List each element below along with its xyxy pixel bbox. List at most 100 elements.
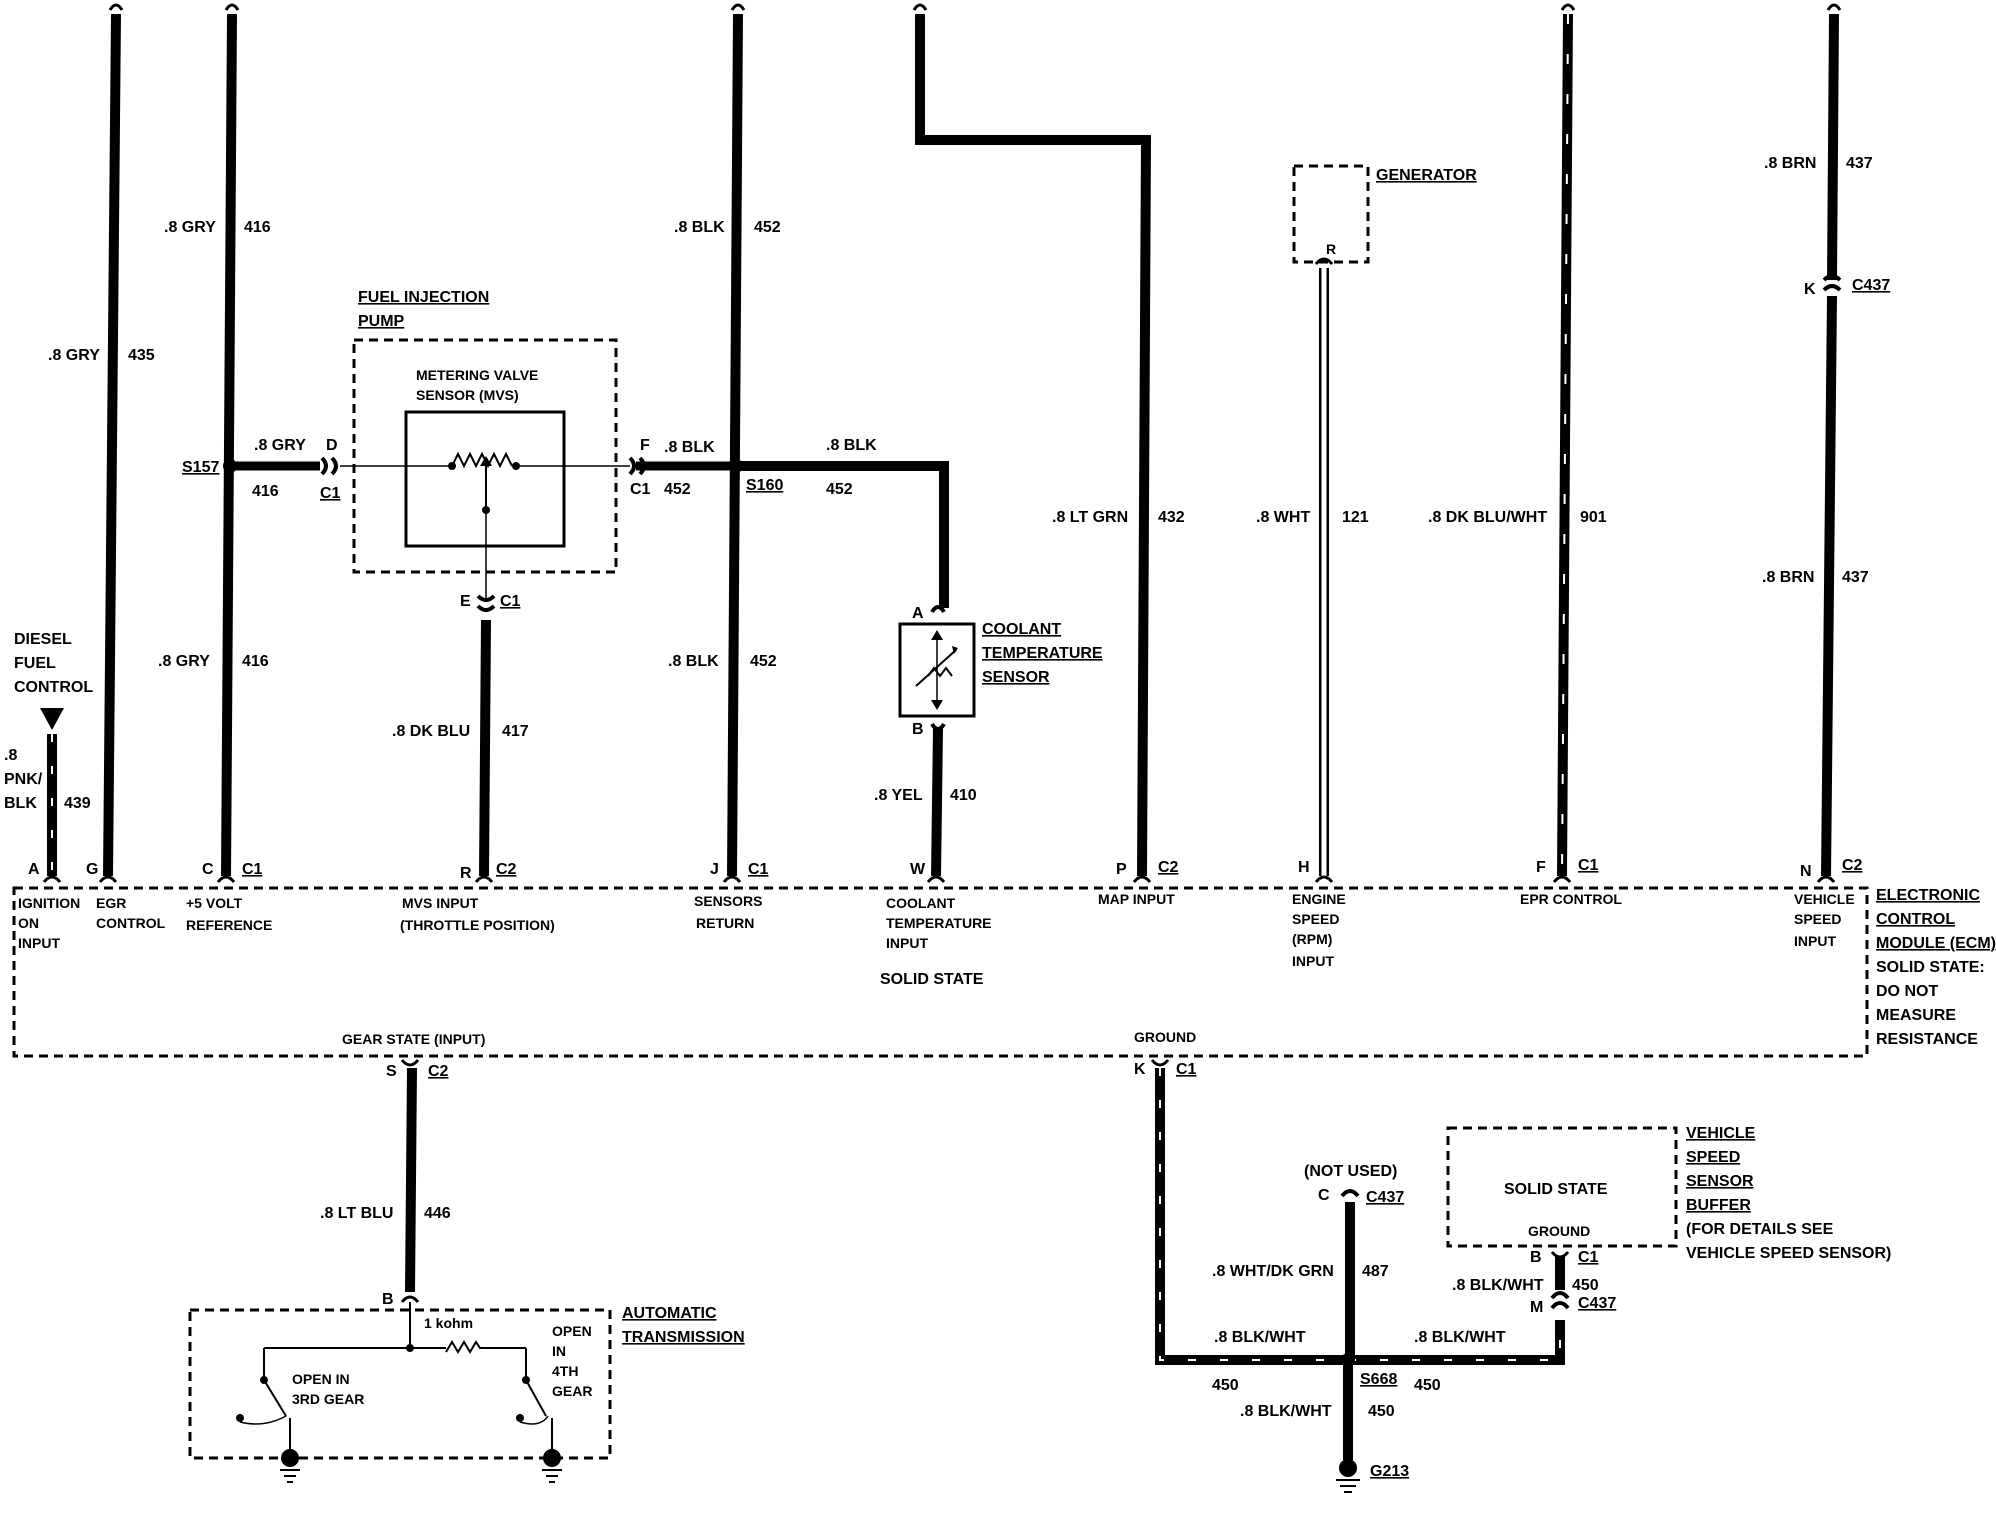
wire-452-top-size: .8 BLK [674, 219, 725, 236]
coolant-temperature-sensor [898, 605, 976, 731]
splice-s668-label: S668 [1360, 1371, 1397, 1388]
ecm-pin-f-letter: F [1536, 859, 1546, 876]
diesel-label-2: FUEL [14, 655, 56, 672]
generator-title: GENERATOR [1376, 167, 1477, 184]
ecm-title-6: MEASURE [1876, 1007, 1956, 1024]
connector-b-letter: B [1530, 1249, 1542, 1266]
mvs-potentiometer [340, 451, 630, 600]
connector-f-conn: C1 [630, 481, 651, 498]
wire-416-mid-size: .8 GRY [254, 437, 306, 454]
ecm-box [12, 886, 1869, 1058]
vss-title-2: SPEED [1686, 1149, 1740, 1166]
coolant-label-1: COOLANT [982, 621, 1061, 638]
ecm-pin-n-conn: C2 [1842, 857, 1863, 874]
coolant-a: A [912, 605, 924, 622]
ecm-pin-n-desc-2: SPEED [1794, 911, 1841, 927]
ecm-pin-w-letter: W [910, 861, 926, 878]
diesel-label-1: DIESEL [14, 631, 72, 648]
wire-416 [221, 3, 240, 877]
vss-ground: GROUND [1528, 1223, 1590, 1239]
wire-439-size-3: BLK [4, 795, 37, 812]
ecm-pin-w-desc-2: TEMPERATURE [886, 915, 992, 931]
connector-k-conn: C437 [1852, 277, 1890, 294]
wire-439-size-1: .8 [4, 747, 17, 764]
ecm-pin-c-letter: C [202, 861, 214, 878]
ecm-pin-h-letter: H [1298, 859, 1310, 876]
wire-435-num: 435 [128, 347, 155, 364]
wire-452-right-num: 452 [826, 481, 853, 498]
trans-open3-1: OPEN IN [292, 1371, 350, 1387]
splice-s157 [223, 459, 237, 473]
ecm-pin-c-desc-2: REFERENCE [186, 917, 272, 933]
mvs-sensor-box [404, 410, 566, 548]
coolant-b: B [912, 721, 924, 738]
wire-439-size-2: PNK/ [4, 771, 43, 788]
wire-417-size: .8 DK BLU [392, 723, 470, 740]
wire-437-top-size: .8 BRN [1764, 155, 1816, 172]
ecm-pin-h-desc-4: INPUT [1292, 953, 1334, 969]
connector-d-letter: D [326, 437, 338, 454]
ecm-title-5: DO NOT [1876, 983, 1938, 1000]
ecm-pin-k-letter: K [1134, 1061, 1146, 1078]
connector-d-c1 [320, 456, 338, 476]
c437-not-used: (NOT USED) [1304, 1163, 1397, 1180]
wire-416-mid-num: 416 [252, 483, 279, 500]
connector-c-c437 [1340, 1189, 1360, 1198]
ecm-pin-h-desc-2: SPEED [1292, 911, 1339, 927]
ecm-pin-f-conn: C1 [1578, 857, 1599, 874]
ecm-pin-n-desc-3: INPUT [1794, 933, 1836, 949]
connector-k-c437 [1822, 274, 1842, 292]
fuel-pump-title-1: FUEL INJECTION [358, 289, 489, 306]
ecm-pin-r-desc-2: (THROTTLE POSITION) [400, 917, 555, 933]
wire-446 [405, 1067, 417, 1293]
diesel-label-3: CONTROL [14, 679, 93, 696]
coolant-label-3: SENSOR [982, 669, 1050, 686]
ecm-pin-s-conn: C2 [428, 1063, 449, 1080]
ecm-pin-c-conn: C1 [242, 861, 263, 878]
vss-title-3: SENSOR [1686, 1173, 1754, 1190]
wire-437-low-size: .8 BRN [1762, 569, 1814, 586]
fuel-pump-title-2: PUMP [358, 313, 405, 330]
wire-435 [103, 3, 124, 877]
ecm-pin-j-letter: J [710, 861, 719, 878]
ecm-pin-terminals [42, 875, 1836, 1067]
wire-410 [931, 727, 943, 877]
ecm-ground-label: GROUND [1134, 1029, 1196, 1045]
wire-452-low-num: 452 [750, 653, 777, 670]
wire-416-top-size: .8 GRY [164, 219, 216, 236]
ecm-title-2: CONTROL [1876, 911, 1955, 928]
wire-901 [1557, 3, 1576, 877]
wire-450-a-size: .8 BLK/WHT [1214, 1329, 1306, 1346]
fuel-injection-pump-box [352, 338, 618, 574]
wire-435-size: .8 GRY [48, 347, 100, 364]
ecm-pin-g-desc-2: CONTROL [96, 915, 166, 931]
ecm-pin-n-letter: N [1800, 863, 1812, 880]
mvs-label-1: METERING VALVE [416, 367, 538, 383]
ecm-pin-w-desc-3: INPUT [886, 935, 928, 951]
ecm-pin-g-desc-1: EGR [96, 895, 126, 911]
connector-d-conn: C1 [320, 485, 341, 502]
ecm-pin-a-desc-3: INPUT [18, 935, 60, 951]
trans-open3-2: 3RD GEAR [292, 1391, 364, 1407]
wire-487-size: .8 WHT/DK GRN [1212, 1263, 1334, 1280]
mvs-label-2: SENSOR (MVS) [416, 387, 519, 403]
connector-m-letter: M [1530, 1299, 1543, 1316]
ecm-pin-k-conn: C1 [1176, 1061, 1197, 1078]
wire-121-num: 121 [1342, 509, 1369, 526]
trans-open4-2: IN [552, 1343, 566, 1359]
wire-450-d-size: .8 BLK/WHT [1452, 1277, 1544, 1294]
coolant-label-2: TEMPERATURE [982, 645, 1103, 662]
vss-title-4: BUFFER [1686, 1197, 1751, 1214]
splice-s160-label: S160 [746, 477, 783, 494]
wire-450-b-size: .8 BLK/WHT [1414, 1329, 1506, 1346]
wire-452-f-num: 452 [664, 481, 691, 498]
wire-446-size: .8 LT BLU [320, 1205, 393, 1222]
wire-487-num: 487 [1362, 1263, 1389, 1280]
wire-432-size: .8 LT GRN [1052, 509, 1128, 526]
trans-title-1: AUTOMATIC [622, 1305, 717, 1322]
connector-f-c1 [628, 456, 646, 476]
ecm-pin-j-conn: C1 [748, 861, 769, 878]
ecm-pin-g-letter: G [86, 861, 98, 878]
wire-432-num: 432 [1158, 509, 1185, 526]
generator-pin: R [1326, 241, 1336, 257]
